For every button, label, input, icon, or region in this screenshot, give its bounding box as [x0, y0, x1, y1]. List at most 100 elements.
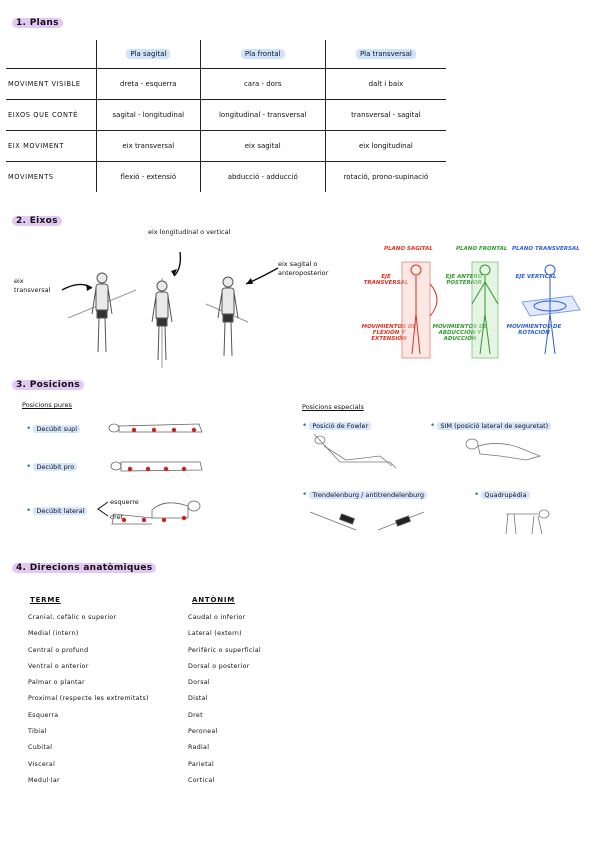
table-cell: eix transversal — [96, 130, 201, 162]
list-item: Palmar o plantar — [28, 679, 85, 687]
plans-table: Pla sagital Pla frontal Pla transversal … — [6, 40, 446, 192]
arrow-longitudinal — [173, 251, 182, 277]
frontal-body — [471, 261, 499, 359]
label-mov-flexion: MOVIMIENTOS DE FLEXIÓN Y EXTENSIÓN — [361, 324, 417, 342]
table-row: EIXOS QUE CONTÉ sagital - longitudinal l… — [6, 99, 446, 131]
pure-positions-illustration — [108, 423, 203, 525]
list-item: Dorsal o posterior — [188, 662, 250, 670]
label-eje-antero: EJE ANTERO POSTERIOR — [445, 274, 483, 286]
col-header-sagital: Pla sagital — [96, 40, 201, 69]
terms-list: Cranial, cefàlic o superior Medial (inte… — [28, 614, 188, 793]
figure-longitudinal — [151, 278, 173, 368]
bullet-icon: • — [430, 421, 436, 431]
special-positions-illustration — [309, 433, 550, 535]
planes-illustration — [401, 261, 581, 359]
table-cell: sagital - longitudinal — [96, 99, 201, 131]
section-title-direccions: 4. Direcions anatòmiques — [12, 563, 157, 573]
table-cell: transversal - sagital — [324, 99, 446, 131]
label-eje-transversal: EJE TRANSVERSAL — [363, 274, 409, 286]
label-eix-longitudinal: eix longitudinal o vertical — [148, 228, 231, 236]
row-label: MOVIMENTS — [6, 161, 97, 192]
label-dret: dret — [110, 513, 124, 521]
sagital-body — [401, 261, 438, 359]
list-item: Cubital — [28, 744, 53, 752]
list-item: Cranial, cefàlic o superior — [28, 614, 117, 621]
table-cell: longitudinal - transversal — [199, 99, 326, 131]
arrow-head-icon — [86, 284, 92, 291]
section-title-posicions: 3. Posicions — [12, 380, 85, 390]
bullet-icon: • — [302, 490, 308, 500]
label-eje-vertical: EJE VERTICAL — [515, 274, 557, 280]
label-plano-sagital: PLANO SAGITAL — [384, 246, 433, 252]
table-cell: dreta - esquerra — [96, 68, 201, 100]
label-mov-abduccion: MOVIMIENTOS DE ABDUCCIÓN Y ADUCCIÓN — [432, 324, 488, 342]
fowler-figure — [313, 433, 397, 469]
column-title-terme: TERME — [30, 596, 61, 604]
table-row: MOVIMENT VISIBLE dreta - esquerra cara -… — [6, 68, 446, 100]
label-esquerre: esquerre — [110, 498, 139, 506]
bullet-icon: • — [26, 424, 32, 434]
table-cell: eix longitudinal — [324, 130, 446, 162]
list-item: Peroneal — [188, 728, 218, 736]
list-item: Caudal o inferior — [188, 614, 246, 621]
position-sim: • SIM (posició lateral de seguretat) — [430, 421, 552, 431]
section-title-plans: 1. Plans — [12, 18, 63, 28]
table-cell: abducció - adducció — [199, 161, 326, 192]
table-row: MOVIMENTS flexió - extensió abducció - a… — [6, 161, 446, 192]
quadrupedia-figure — [505, 509, 550, 535]
list-item: Cortical — [188, 776, 215, 784]
supine-figure — [108, 423, 203, 433]
table-cell: dalt i baix — [324, 68, 446, 100]
lateral-figure — [111, 500, 201, 525]
list-item: Dret — [188, 711, 203, 719]
transversal-body — [521, 264, 581, 355]
table-header-row: Pla sagital Pla frontal Pla transversal — [6, 40, 446, 69]
figure-sagital — [205, 276, 249, 357]
bullet-icon: • — [474, 490, 480, 500]
axes-figures-illustration — [61, 251, 279, 368]
label-plano-transversal: PLANO TRANSVERSAL — [512, 246, 580, 252]
bullet-icon: • — [26, 506, 32, 516]
table-cell: cara - dors — [199, 68, 326, 100]
label-eix-transversal: eix transversal — [14, 277, 51, 294]
list-item: Proximal (respecte les extremitats) — [28, 695, 149, 703]
list-item: Radial — [188, 744, 210, 752]
column-title-antonim: ANTÒNIM — [192, 596, 236, 604]
list-item: Tibial — [28, 728, 47, 736]
position-lateral: • Decúbit lateral — [26, 506, 88, 516]
col-header-transversal: Pla transversal — [324, 40, 446, 69]
brace-icon — [97, 501, 109, 517]
row-label: MOVIMENT VISIBLE — [6, 68, 97, 100]
list-item: Parietal — [188, 760, 215, 768]
list-item: Esquerra — [28, 711, 59, 719]
position-fowler: • Posició de Fowler — [302, 421, 372, 431]
list-item: Visceral — [28, 760, 56, 768]
position-quadrupedia: • Quadrupèdia — [474, 490, 530, 500]
col-header-frontal: Pla frontal — [199, 40, 326, 69]
row-label: EIXOS QUE CONTÉ — [6, 99, 97, 131]
position-trendelenburg: • Trendelenburg / antitrendelenburg — [302, 490, 427, 500]
list-item: Perifèric o superficial — [188, 646, 261, 654]
section-title-eixos: 2. Eixos — [12, 216, 62, 226]
table-cell: rotació, prono-supinació — [324, 161, 446, 192]
arrow-head-icon — [171, 269, 177, 276]
figure-transversal — [67, 272, 137, 353]
sim-figure — [465, 438, 542, 461]
position-pro: • Decúbit pro — [26, 462, 78, 472]
table-cell: flexió - extensió — [96, 161, 201, 192]
arrow-head-icon — [246, 278, 253, 284]
table-cell: eix sagital — [199, 130, 326, 162]
row-label: EIX MOVIMENT — [6, 130, 97, 162]
subtitle-posicions-pures: Posicions pures — [22, 401, 72, 409]
table-row: EIX MOVIMENT eix transversal eix sagital… — [6, 130, 446, 162]
list-item: Medial (intern) — [28, 630, 79, 638]
label-plano-frontal: PLANO FRONTAL — [456, 246, 508, 252]
list-item: Dorsal — [188, 679, 210, 687]
list-item: Distal — [188, 695, 208, 703]
list-item: Medul·lar — [28, 776, 60, 784]
label-mov-rotacion: MOVIMIENTOS DE ROTACIÓN — [506, 324, 562, 336]
list-item: Ventral o anterior — [28, 662, 89, 670]
label-eix-sagital: eix sagital o anteroposterior — [278, 260, 329, 277]
bullet-icon: • — [302, 421, 308, 431]
table-corner — [6, 40, 97, 69]
